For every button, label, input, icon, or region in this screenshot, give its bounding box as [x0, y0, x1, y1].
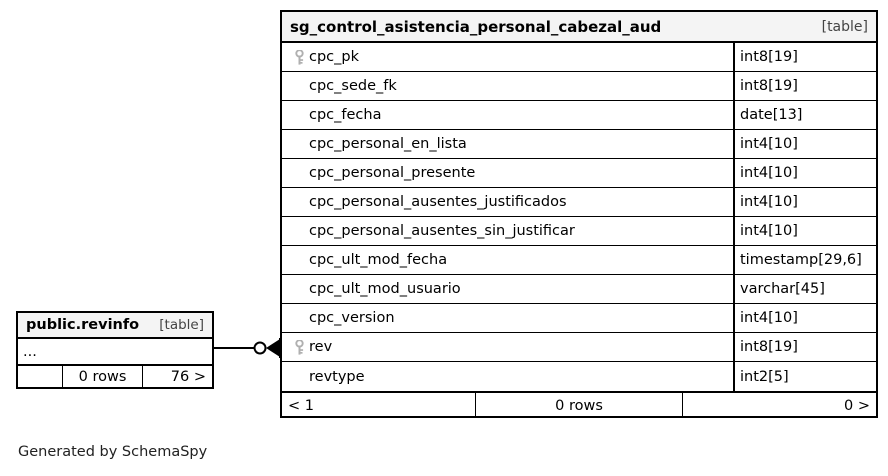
table-row[interactable]: cpc_personal_ausentes_sin_justificar int4…: [282, 217, 876, 246]
column-list: cpc_pk int8[19] cpc_sede_fk int8[19] cpc_fec…: [282, 43, 876, 391]
table-row[interactable]: cpc_personal_presente int4[10]: [282, 159, 876, 188]
column-type: int8[19]: [740, 49, 798, 65]
column-name-cell: cpc_ult_mod_fecha: [282, 246, 735, 274]
primary-key-icon: [294, 339, 304, 355]
column-type: int4[10]: [740, 165, 798, 181]
column-name-cell: cpc_pk: [282, 43, 735, 71]
entity-footer: 0 rows 76 >: [18, 364, 212, 387]
column-name: cpc_version: [309, 310, 395, 326]
table-row[interactable]: cpc_personal_en_lista int4[10]: [282, 130, 876, 159]
table-row[interactable]: cpc_ult_mod_fecha timestamp[29,6]: [282, 246, 876, 275]
column-name: cpc_pk: [309, 49, 359, 65]
column-type-cell: int4[10]: [735, 130, 876, 158]
footer-row-count: 0 rows: [63, 366, 143, 387]
column-name: cpc_personal_presente: [309, 165, 476, 181]
column-name: revtype: [309, 368, 365, 385]
column-name-cell: cpc_sede_fk: [282, 72, 735, 100]
table-row[interactable]: revtype int2[5]: [282, 362, 876, 391]
column-type-cell: int8[19]: [735, 333, 876, 361]
column-name-cell: rev: [282, 333, 735, 361]
column-name: cpc_personal_en_lista: [309, 136, 467, 152]
table-row[interactable]: cpc_personal_ausentes_justificados int4[1…: [282, 188, 876, 217]
table-row[interactable]: cpc_pk int8[19]: [282, 43, 876, 72]
primary-key-icon: [289, 339, 309, 355]
column-type: int4[10]: [740, 223, 798, 239]
relationship-connector: [214, 338, 281, 358]
column-type-cell: timestamp[29,6]: [735, 246, 876, 274]
column-type: timestamp[29,6]: [740, 252, 862, 268]
footer-prev-link[interactable]: [18, 366, 63, 387]
footer-next-link[interactable]: 0 >: [844, 397, 870, 414]
table-row[interactable]: cpc_sede_fk int8[19]: [282, 72, 876, 101]
primary-key-icon: [289, 49, 309, 65]
entity-type-tag: [table]: [821, 18, 868, 35]
column-name-cell: cpc_version: [282, 304, 735, 332]
entity-table-sg-control-asistencia-personal-cabezal-aud[interactable]: sg_control_asistencia_personal_cabezal_a…: [280, 10, 878, 418]
column-type: int8[19]: [740, 339, 798, 355]
column-type-cell: int8[19]: [735, 72, 876, 100]
entity-header: sg_control_asistencia_personal_cabezal_a…: [282, 12, 876, 43]
column-type-cell: varchar[45]: [735, 275, 876, 303]
table-row[interactable]: cpc_version int4[10]: [282, 304, 876, 333]
column-type: int4[10]: [740, 194, 798, 210]
column-name: cpc_ult_mod_usuario: [309, 281, 461, 297]
column-type: int8[19]: [740, 78, 798, 94]
table-row[interactable]: cpc_ult_mod_usuario varchar[45]: [282, 275, 876, 304]
column-name: cpc_sede_fk: [309, 78, 397, 94]
column-name: cpc_fecha: [309, 107, 382, 123]
column-name-cell: cpc_personal_en_lista: [282, 130, 735, 158]
footer-row-count: 0 rows: [476, 393, 683, 418]
column-type: varchar[45]: [740, 281, 825, 297]
column-name-cell: cpc_personal_ausentes_justificados: [282, 188, 735, 216]
column-name-cell: revtype: [282, 362, 735, 391]
table-row[interactable]: cpc_fecha date[13]: [282, 101, 876, 130]
primary-key-icon: [294, 49, 304, 65]
footer-next-link[interactable]: 76 >: [170, 368, 206, 385]
column-name: rev: [309, 339, 333, 355]
column-type-cell: int4[10]: [735, 304, 876, 332]
column-type-cell: int4[10]: [735, 159, 876, 187]
column-type-cell: int2[5]: [735, 362, 876, 391]
generator-credit: Generated by SchemaSpy: [18, 444, 208, 460]
entity-type-tag: [table]: [159, 317, 204, 333]
column-name-cell: cpc_ult_mod_usuario: [282, 275, 735, 303]
column-name-cell: cpc_fecha: [282, 101, 735, 129]
column-name-cell: cpc_personal_ausentes_sin_justificar: [282, 217, 735, 245]
column-type-cell: int4[10]: [735, 217, 876, 245]
collapsed-columns-ellipsis[interactable]: ...: [23, 343, 37, 360]
column-name: cpc_personal_ausentes_justificados: [309, 194, 567, 210]
footer-prev-link[interactable]: < 1: [282, 393, 476, 418]
column-type: int4[10]: [740, 136, 798, 152]
entity-footer: < 1 0 rows 0 >: [282, 391, 876, 418]
column-type: int4[10]: [740, 310, 798, 326]
column-name: cpc_personal_ausentes_sin_justificar: [309, 223, 575, 239]
column-type: date[13]: [740, 107, 803, 123]
table-row[interactable]: rev int8[19]: [282, 333, 876, 362]
entity-header: public.revinfo [table]: [18, 313, 212, 339]
entity-table-public-revinfo[interactable]: public.revinfo [table] ... 0 rows 76 >: [16, 311, 214, 389]
column-name-cell: cpc_personal_presente: [282, 159, 735, 187]
entity-title: public.revinfo: [26, 317, 140, 333]
column-type-cell: date[13]: [735, 101, 876, 129]
column-type-cell: int4[10]: [735, 188, 876, 216]
entity-title: sg_control_asistencia_personal_cabezal_a…: [290, 17, 662, 36]
column-name: cpc_ult_mod_fecha: [309, 252, 448, 268]
column-type-cell: int8[19]: [735, 43, 876, 71]
column-type: int2[5]: [740, 368, 789, 385]
